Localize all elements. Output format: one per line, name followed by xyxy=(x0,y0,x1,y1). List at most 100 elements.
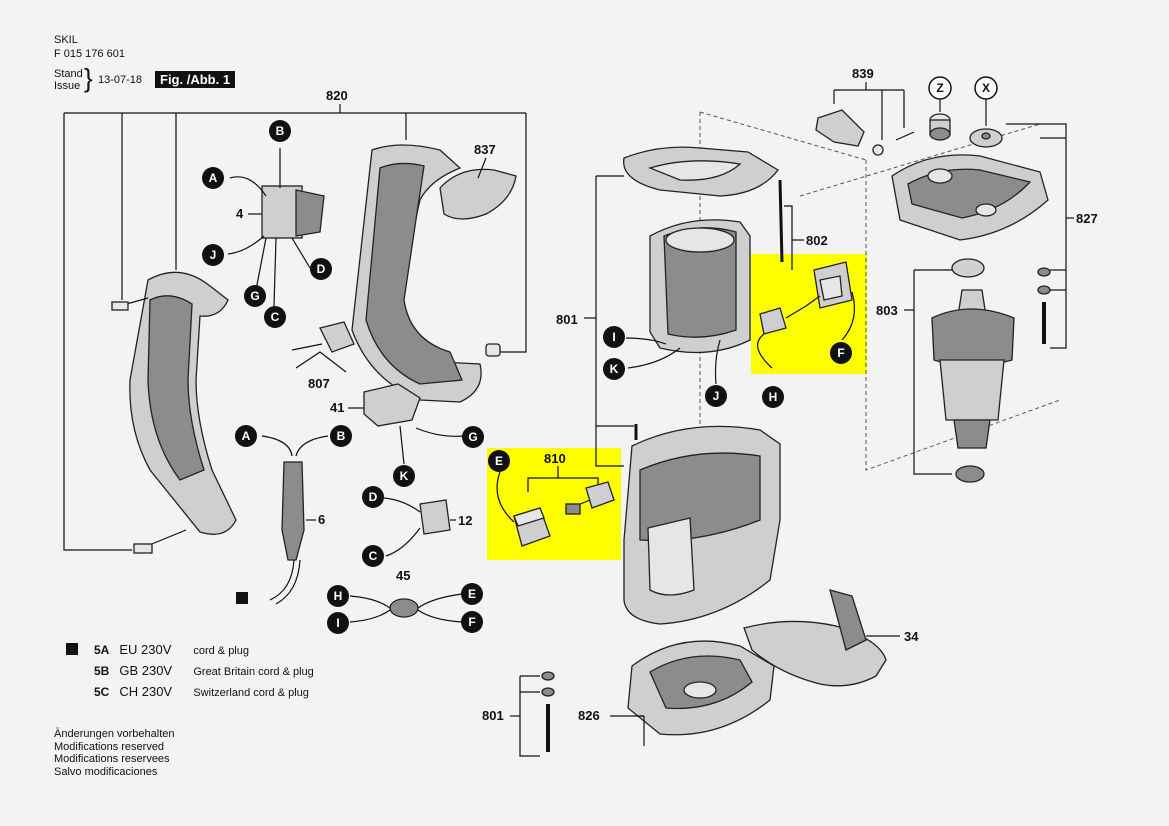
label-801-bottom: 801 xyxy=(482,708,504,723)
part-number: F 015 176 601 xyxy=(54,48,125,60)
svg-text:E: E xyxy=(495,454,503,468)
label-810: 810 xyxy=(544,451,566,466)
callout-J1: J xyxy=(202,244,224,266)
screw-bottom xyxy=(133,543,153,554)
svg-text:I: I xyxy=(336,616,339,630)
svg-text:J: J xyxy=(713,389,720,403)
label-827: 827 xyxy=(1076,211,1098,226)
callout-X: X xyxy=(974,76,998,100)
modifications-note: Änderungen vorbehalten Modifications res… xyxy=(54,728,175,778)
label-45: 45 xyxy=(396,568,410,583)
callout-C1: C xyxy=(264,306,286,328)
svg-text:G: G xyxy=(250,289,259,303)
svg-text:F: F xyxy=(468,615,475,629)
stand-label: Stand xyxy=(54,68,83,80)
label-12: 12 xyxy=(458,513,472,528)
brand-label: SKIL xyxy=(54,34,78,46)
guard-34: 34 xyxy=(743,589,919,687)
label-839: 839 xyxy=(852,66,874,81)
callout-E2: E xyxy=(488,450,510,472)
svg-text:A: A xyxy=(242,429,251,443)
callout-F1: F xyxy=(461,611,483,633)
handle-left-shell xyxy=(111,271,237,554)
bracket-820: 820 xyxy=(63,88,527,551)
bracket-801-top: 801 xyxy=(556,175,634,467)
callout-A2: A xyxy=(235,425,257,447)
brushes-810: 810 xyxy=(496,451,615,547)
stator-wires xyxy=(625,337,721,385)
svg-text:G: G xyxy=(468,430,477,444)
callout-J2: J xyxy=(705,385,727,407)
part-837: 837 xyxy=(439,142,517,220)
svg-text:H: H xyxy=(334,589,343,603)
screw-802: 802 xyxy=(778,179,828,270)
callout-D1: D xyxy=(310,258,332,280)
svg-text:D: D xyxy=(317,262,326,276)
cord-square-marker xyxy=(236,592,248,604)
label-803: 803 xyxy=(876,303,898,318)
cord-6: 6 xyxy=(236,435,329,605)
svg-text:I: I xyxy=(612,330,615,344)
armature-803: 803 xyxy=(876,258,1015,483)
label-41: 41 xyxy=(330,400,344,415)
callout-C2: C xyxy=(362,545,384,567)
brush-holder-802 xyxy=(757,261,855,369)
bearing-z xyxy=(929,98,951,141)
screw-top xyxy=(111,301,129,311)
callout-F2: F xyxy=(830,342,852,364)
callout-D2: D xyxy=(362,486,384,508)
stator xyxy=(649,219,751,354)
svg-text:E: E xyxy=(468,587,476,601)
callout-B1: B xyxy=(269,120,291,142)
svg-text:C: C xyxy=(271,310,280,324)
svg-text:B: B xyxy=(276,124,285,138)
callout-H2: H xyxy=(762,386,784,408)
svg-text:B: B xyxy=(337,429,346,443)
svg-text:J: J xyxy=(210,248,217,262)
svg-text:Z: Z xyxy=(936,81,943,95)
callout-I2: I xyxy=(603,326,625,348)
label-6: 6 xyxy=(318,512,325,527)
svg-text:C: C xyxy=(369,549,378,563)
connector-45 xyxy=(389,598,419,618)
hex-nut xyxy=(485,343,501,357)
issue-label: Issue xyxy=(54,80,81,92)
bracket-801-bottom: 801 xyxy=(482,671,555,757)
svg-text:K: K xyxy=(400,469,409,483)
svg-text:F: F xyxy=(837,346,844,360)
callout-Z: Z xyxy=(928,76,952,100)
motor-housing xyxy=(623,424,781,625)
figure-label: Fig. /Abb. 1 xyxy=(155,71,236,88)
label-801-top: 801 xyxy=(556,312,578,327)
washer-x xyxy=(969,98,1003,148)
gear-housing-827: 827 xyxy=(891,123,1098,349)
svg-text:A: A xyxy=(209,171,218,185)
label-837: 837 xyxy=(474,142,496,157)
part-807: 807 xyxy=(291,321,355,391)
base-826: 826 xyxy=(578,640,775,746)
callout-H1: H xyxy=(327,585,349,607)
svg-text:X: X xyxy=(982,81,990,95)
label-4: 4 xyxy=(236,206,244,221)
part-45: 45 xyxy=(349,568,463,623)
label-802: 802 xyxy=(806,233,828,248)
part-41: 41 xyxy=(330,383,465,465)
callout-G1: G xyxy=(244,285,266,307)
svg-text:H: H xyxy=(769,390,778,404)
issue-date: 13-07-18 xyxy=(98,74,143,86)
part-839: 839 xyxy=(815,66,915,156)
legend-marker xyxy=(66,643,78,655)
label-34: 34 xyxy=(904,629,919,644)
label-826: 826 xyxy=(578,708,600,723)
callout-G2: G xyxy=(462,426,484,448)
switch-4: 4 xyxy=(227,148,325,307)
brush-spring xyxy=(565,503,581,515)
callout-A1: A xyxy=(202,167,224,189)
label-807: 807 xyxy=(308,376,330,391)
label-820: 820 xyxy=(326,88,348,103)
svg-text:K: K xyxy=(610,362,619,376)
